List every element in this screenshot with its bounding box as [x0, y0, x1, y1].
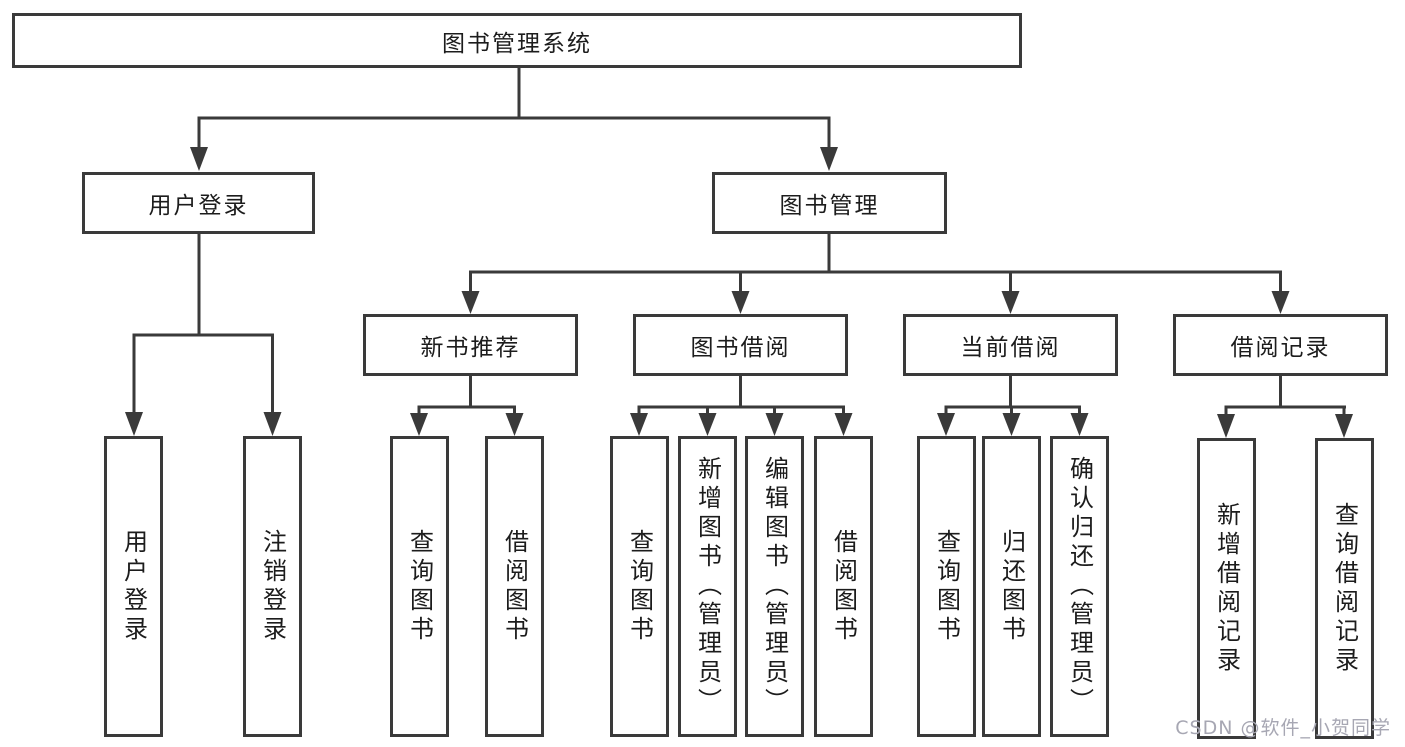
node-book-borrowing: 图书借阅 — [633, 314, 848, 376]
leaf-return-books: 归还图书 — [982, 436, 1041, 737]
leaf-query-books-borrowing: 查询图书 — [610, 436, 669, 737]
leaf-query-borrow-record: 查询借阅记录 — [1315, 438, 1374, 739]
leaf-borrow-books-recommend: 借阅图书 — [485, 436, 544, 737]
leaf-borrow-books-borrowing: 借阅图书 — [814, 436, 873, 737]
leaf-query-books-current: 查询图书 — [917, 436, 976, 737]
leaf-edit-book-admin: 编辑图书（管理员） — [745, 436, 804, 737]
node-user-login-branch: 用户登录 — [82, 172, 315, 234]
leaf-user-login: 用户登录 — [104, 436, 163, 737]
leaf-query-books-recommend: 查询图书 — [390, 436, 449, 737]
leaf-add-book-admin: 新增图书（管理员） — [678, 436, 737, 737]
leaf-confirm-return-admin: 确认归还（管理员） — [1050, 436, 1109, 737]
leaf-add-borrow-record: 新增借阅记录 — [1197, 438, 1256, 739]
node-current-borrowing: 当前借阅 — [903, 314, 1118, 376]
node-system-root: 图书管理系统 — [12, 13, 1022, 68]
node-book-management-branch: 图书管理 — [712, 172, 947, 234]
node-borrowing-records: 借阅记录 — [1173, 314, 1388, 376]
leaf-logout: 注销登录 — [243, 436, 302, 737]
node-new-book-recommend: 新书推荐 — [363, 314, 578, 376]
